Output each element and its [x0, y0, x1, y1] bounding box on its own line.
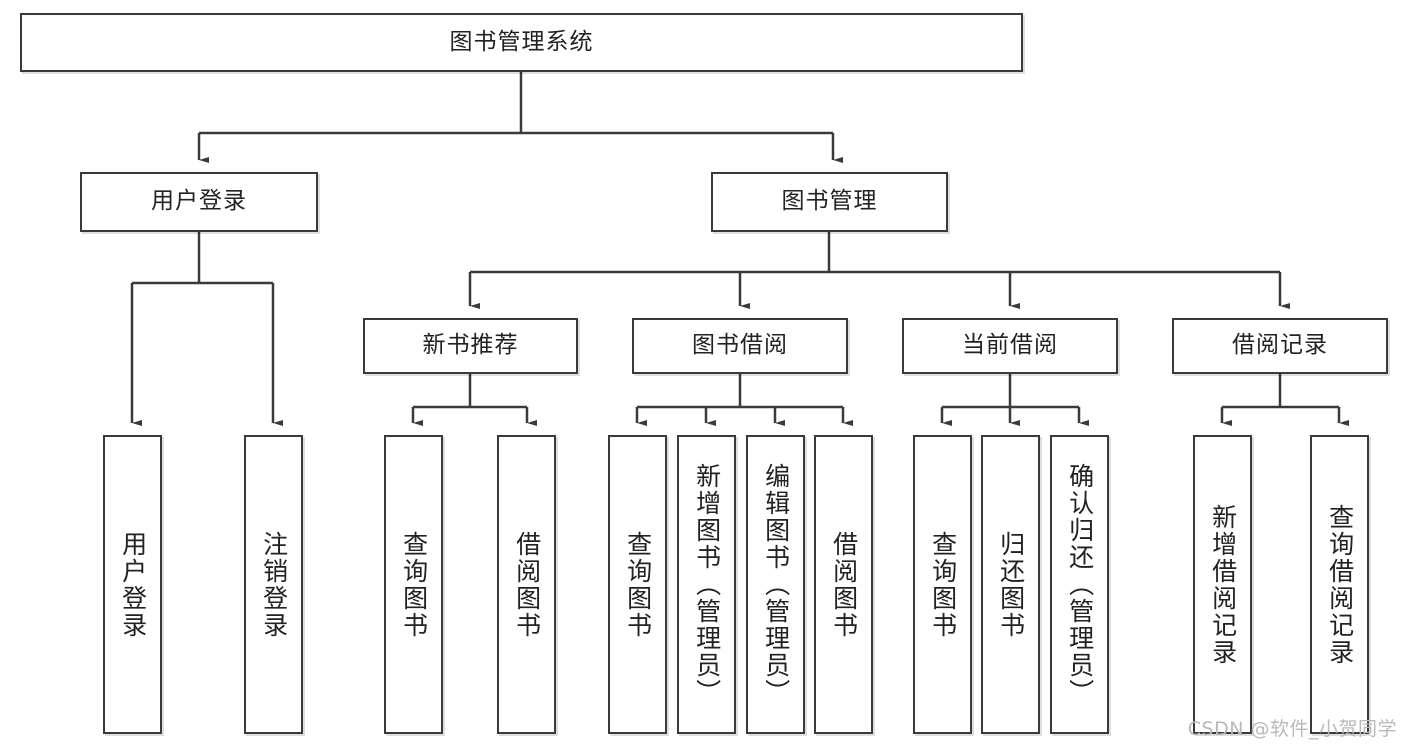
node-label: 新增图书（管理员）: [692, 463, 722, 706]
node-label: 图书管理: [781, 188, 878, 215]
node-label: 借阅图书: [512, 530, 542, 639]
node-label: 查询图书: [928, 530, 958, 639]
node-label: 新书推荐: [422, 332, 519, 359]
node-label: 查询图书: [399, 530, 429, 639]
node-label: 查询借阅记录: [1325, 503, 1355, 666]
watermark: CSDN @软件_小贺同学: [1187, 718, 1397, 740]
node-label: 编辑图书（管理员）: [761, 463, 791, 706]
node-label: 查询图书: [623, 530, 653, 639]
node-new-book-recommend[interactable]: 新书推荐: [363, 318, 578, 374]
leaf-current-confirm-return-admin[interactable]: 确认归还（管理员）: [1050, 435, 1109, 734]
node-book-management[interactable]: 图书管理: [711, 172, 948, 232]
node-label: 用户登录: [151, 188, 247, 215]
node-label: 借阅记录: [1232, 332, 1328, 359]
leaf-user-login-login[interactable]: 用户登录: [103, 435, 162, 734]
node-label: 用户登录: [118, 530, 148, 639]
leaf-current-return-book[interactable]: 归还图书: [981, 435, 1040, 734]
leaf-borrow-edit-book-admin[interactable]: 编辑图书（管理员）: [746, 435, 805, 734]
leaf-record-add-record[interactable]: 新增借阅记录: [1193, 435, 1252, 734]
node-label: 图书管理系统: [449, 28, 594, 55]
leaf-record-query-record[interactable]: 查询借阅记录: [1310, 435, 1369, 734]
node-user-login[interactable]: 用户登录: [80, 172, 318, 232]
node-current-borrow[interactable]: 当前借阅: [902, 318, 1118, 374]
leaf-borrow-add-book-admin[interactable]: 新增图书（管理员）: [677, 435, 736, 734]
node-label: 新增借阅记录: [1208, 503, 1238, 666]
node-label: 归还图书: [996, 530, 1026, 639]
leaf-borrow-borrow-book[interactable]: 借阅图书: [814, 435, 873, 734]
node-label: 借阅图书: [829, 530, 859, 639]
leaf-user-login-logout[interactable]: 注销登录: [244, 435, 303, 734]
leaf-recommend-query-book[interactable]: 查询图书: [384, 435, 443, 734]
node-label: 确认归还（管理员）: [1065, 463, 1095, 706]
node-label: 图书借阅: [692, 332, 788, 359]
node-root-system[interactable]: 图书管理系统: [20, 13, 1023, 72]
node-book-borrow[interactable]: 图书借阅: [632, 318, 848, 374]
node-borrow-record[interactable]: 借阅记录: [1172, 318, 1388, 374]
node-label: 当前借阅: [962, 332, 1058, 359]
leaf-borrow-query-book[interactable]: 查询图书: [608, 435, 667, 734]
leaf-recommend-borrow-book[interactable]: 借阅图书: [497, 435, 556, 734]
leaf-current-query-book[interactable]: 查询图书: [913, 435, 972, 734]
node-label: 注销登录: [259, 530, 289, 639]
